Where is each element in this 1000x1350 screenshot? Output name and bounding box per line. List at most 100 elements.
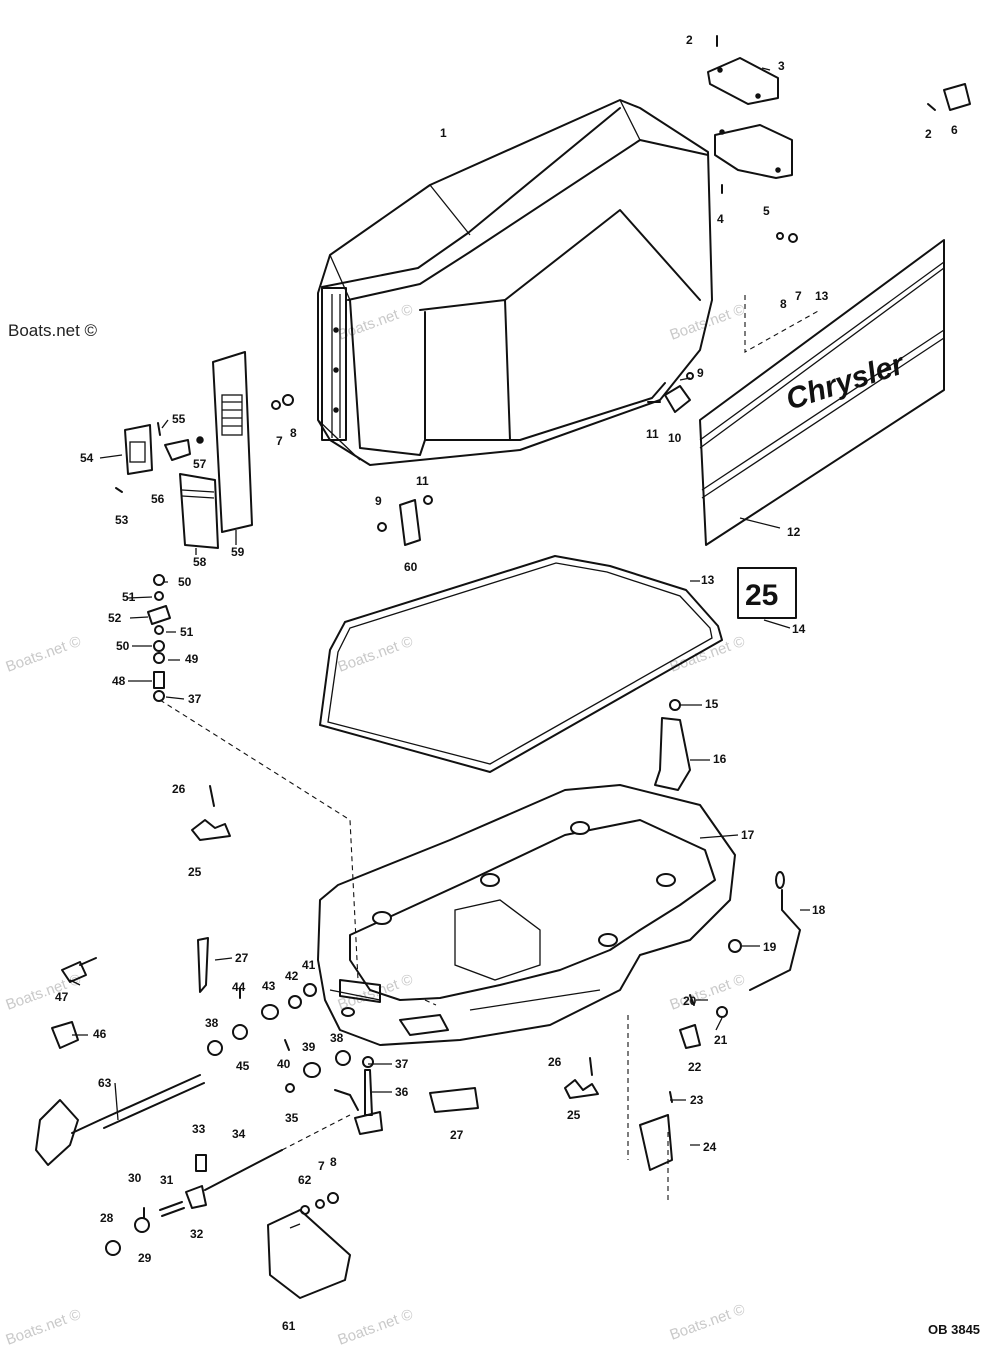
washer-21 [716,1006,728,1018]
callout-3: 3 [778,59,785,73]
callout-59: 59 [231,545,245,559]
callout-25: 25 [188,865,202,879]
bushing-45 [232,1024,248,1040]
callout-58: 58 [193,555,207,569]
watermark-main: Boats.net © [8,321,98,340]
screw-washer-7-8-left [271,394,294,410]
callout-57: 57 [193,457,207,471]
pad-27 [429,1087,479,1113]
callout-15: 15 [705,697,719,711]
bracket-22 [679,1024,701,1049]
linkage-stack [147,574,171,702]
callout-39: 39 [302,1040,316,1054]
callout-27: 27 [235,951,249,965]
callout-8: 8 [330,1155,337,1169]
lever-36 [354,1069,383,1135]
leader-line [281,1114,351,1151]
washer-8 [327,1192,339,1204]
pin-40 [284,1039,290,1051]
callout-24: 24 [703,1140,717,1154]
callout-34: 34 [232,1127,246,1141]
plate-58 [179,473,219,549]
callout-56: 56 [151,492,165,506]
callout-14: 14 [792,622,806,636]
callout-60: 60 [404,560,418,574]
shield-61 [267,1209,351,1299]
callout-36: 36 [395,1085,409,1099]
callout-26: 26 [172,782,186,796]
callout-54: 54 [80,451,94,465]
watermark: Boats.net © [668,633,748,676]
nut-41 [303,983,317,997]
screw-33 [195,1154,207,1172]
callout-8: 8 [780,297,787,311]
callout-27: 27 [450,1128,464,1142]
link-rod-18 [749,871,801,991]
bracket-3 [707,35,779,105]
callout-53: 53 [115,513,129,527]
callout-13: 13 [815,289,829,303]
callout-11: 11 [416,474,429,488]
lower-motor-pan [317,784,736,1046]
watermark: Boats.net © [336,1306,416,1349]
callout-29: 29 [138,1251,152,1265]
bushing-38-right [335,1050,351,1066]
callout-10: 10 [668,431,682,445]
figure-reference: OB 3845 [928,1322,980,1337]
callout-9: 9 [375,494,382,508]
callout-32: 32 [190,1227,204,1241]
callout-50: 50 [116,639,130,653]
washer-43 [261,1004,279,1020]
clip-6 [927,83,971,111]
callout-20: 20 [683,994,697,1008]
callout-2: 2 [686,33,693,47]
decal-brand-text: Chrysler [782,347,910,417]
callout-37: 37 [188,692,202,706]
lever-arm [334,1089,359,1111]
callout-61: 61 [282,1319,296,1333]
shield-61-detail [289,1223,301,1229]
bracket-24 [639,1114,673,1171]
callout-38: 38 [330,1031,344,1045]
callout-63: 63 [98,1076,112,1090]
callout-50: 50 [178,575,192,589]
callout-21: 21 [714,1033,728,1047]
watermark: Boats.net © [4,633,84,676]
washer-37 [362,1056,374,1068]
screw-washer-7-8 [776,232,798,243]
callout-17: 17 [741,828,755,842]
horsepower-text: 25 [745,579,778,612]
callout-7: 7 [318,1159,325,1173]
callout-30: 30 [128,1171,142,1185]
cover-seal [319,555,723,773]
watermark: Boats.net © [668,1301,748,1344]
callout-45: 45 [236,1059,250,1073]
clamp-25 [191,785,231,841]
callout-13: 13 [701,573,715,587]
callout-4: 4 [717,212,724,226]
bushing-38 [207,1040,223,1056]
callout-49: 49 [185,652,199,666]
watermark: Boats.net © [4,1306,84,1349]
callout-19: 19 [763,940,777,954]
callout-51: 51 [180,625,194,639]
latch-54 [115,422,204,493]
block-32 [185,1185,207,1209]
callout-31: 31 [160,1173,174,1187]
callout-5: 5 [763,204,770,218]
rod-34 [204,1149,283,1191]
watermark: Boats.net © [668,971,748,1014]
callout-62: 62 [298,1173,312,1187]
throttle-lever-63 [35,1074,205,1166]
callout-41: 41 [302,958,316,972]
bracket-60 [377,495,433,546]
grille-59 [212,351,253,533]
spring-31 [159,1201,185,1217]
callout-16: 16 [713,752,727,766]
callout-8: 8 [290,426,297,440]
clamp-25-right [564,1057,599,1099]
leader-line [159,699,359,981]
nut-42 [288,995,302,1009]
